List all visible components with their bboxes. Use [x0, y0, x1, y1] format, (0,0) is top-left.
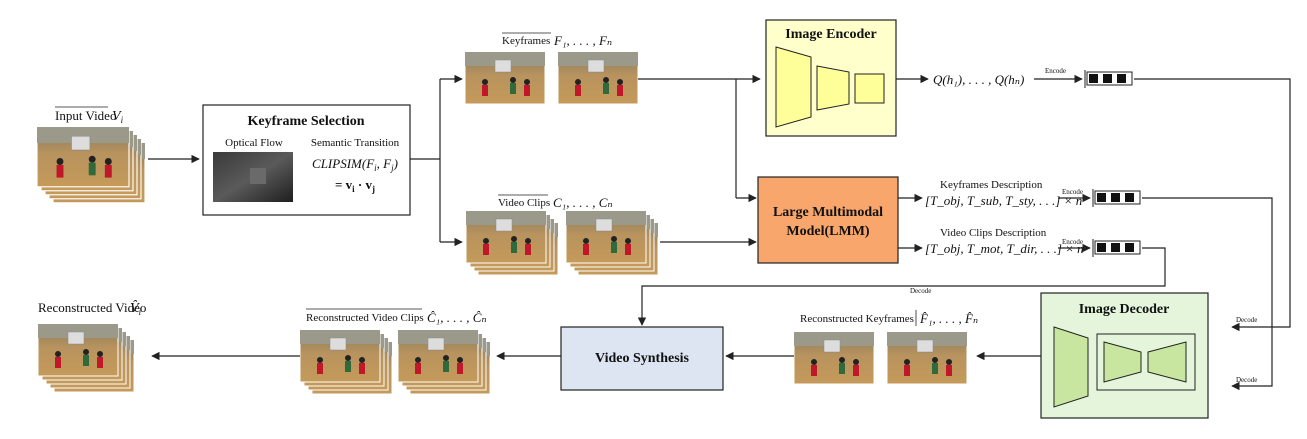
image-encoder-title: Image Encoder	[785, 27, 876, 42]
keyframes-expr: F₁, . . . , Fₙ	[553, 33, 612, 48]
token-bar-2	[1092, 189, 1141, 207]
keyframes-label: Keyframes	[502, 35, 550, 47]
reconstructed-video-clips-expr: Ĉ₁, . . . , Ĉₙ	[427, 310, 487, 325]
encoder-layer-3	[854, 73, 885, 104]
reconstructed-video-clips-label: Reconstructed Video Clips	[306, 312, 424, 324]
optical-flow-label: Optical Flow	[225, 137, 283, 149]
keyframe-selection-title: Keyframe Selection	[247, 114, 364, 129]
token-bar-3	[1092, 239, 1141, 257]
encode-label-top: Encode	[1045, 67, 1066, 75]
video-clips-label: Video Clips	[498, 197, 550, 209]
decode-label-right-lower: Decode	[1236, 376, 1257, 384]
encoder-layer-1	[775, 46, 812, 128]
video-clips-description-label: Video Clips Description	[940, 227, 1047, 239]
video-clips-description-expr: [T_obj, T_mot, T_dir, . . .] × n	[925, 241, 1084, 256]
lmm-title-line2: Model(LMM)	[786, 224, 870, 239]
decoder-layer-2	[1103, 341, 1142, 383]
encoder-layer-2	[816, 65, 850, 111]
reconstructed-video-label: Reconstructed Video	[38, 300, 146, 315]
input-video-stack	[36, 126, 146, 204]
decode-label-top: Decode	[910, 287, 931, 295]
keyframes-images	[464, 51, 639, 105]
video-clips-expr: C₁, . . . , Cₙ	[553, 195, 613, 210]
keyframes-description-label: Keyframes Description	[940, 179, 1043, 191]
reconstructed-keyframes-images	[793, 331, 968, 385]
dot-product-formula: = vi · vj	[335, 177, 375, 194]
keyframes-description-expr: [T_obj, T_sub, T_sty, . . .] × n	[925, 193, 1082, 208]
reconstructed-video-stack	[37, 323, 135, 393]
encode-label-mid: Encode	[1062, 188, 1083, 196]
input-video-symbol: Vi	[112, 109, 124, 125]
encode-label-low: Encode	[1062, 238, 1083, 246]
video-synthesis-title: Video Synthesis	[595, 351, 690, 366]
decoder-layer-3	[1147, 341, 1187, 383]
video-clips-images	[465, 210, 659, 276]
image-decoder-title: Image Decoder	[1079, 302, 1170, 317]
video-synthesis-box	[560, 326, 724, 391]
semantic-transition-label: Semantic Transition	[311, 137, 400, 149]
clipsim-formula: CLIPSIM(Fi, Fj)	[312, 156, 398, 173]
reconstructed-video-symbol: V̂i	[130, 300, 142, 317]
encoder-output-expr: Q(h₁), . . . , Q(hₙ)	[933, 72, 1024, 87]
lmm-box	[757, 176, 899, 264]
lmm-title-line1: Large Multimodal	[773, 205, 883, 220]
input-video-label: Input Video	[55, 108, 116, 123]
reconstructed-keyframes-expr: F̂₁, . . . , F̂ₙ	[919, 311, 978, 326]
reconstructed-keyframes-label: Reconstructed Keyframes	[800, 313, 914, 325]
token-bar-1	[1084, 70, 1133, 88]
decoder-layer-1	[1053, 326, 1089, 408]
reconstructed-video-clips-images	[299, 329, 491, 395]
decode-label-right-upper: Decode	[1236, 316, 1257, 324]
